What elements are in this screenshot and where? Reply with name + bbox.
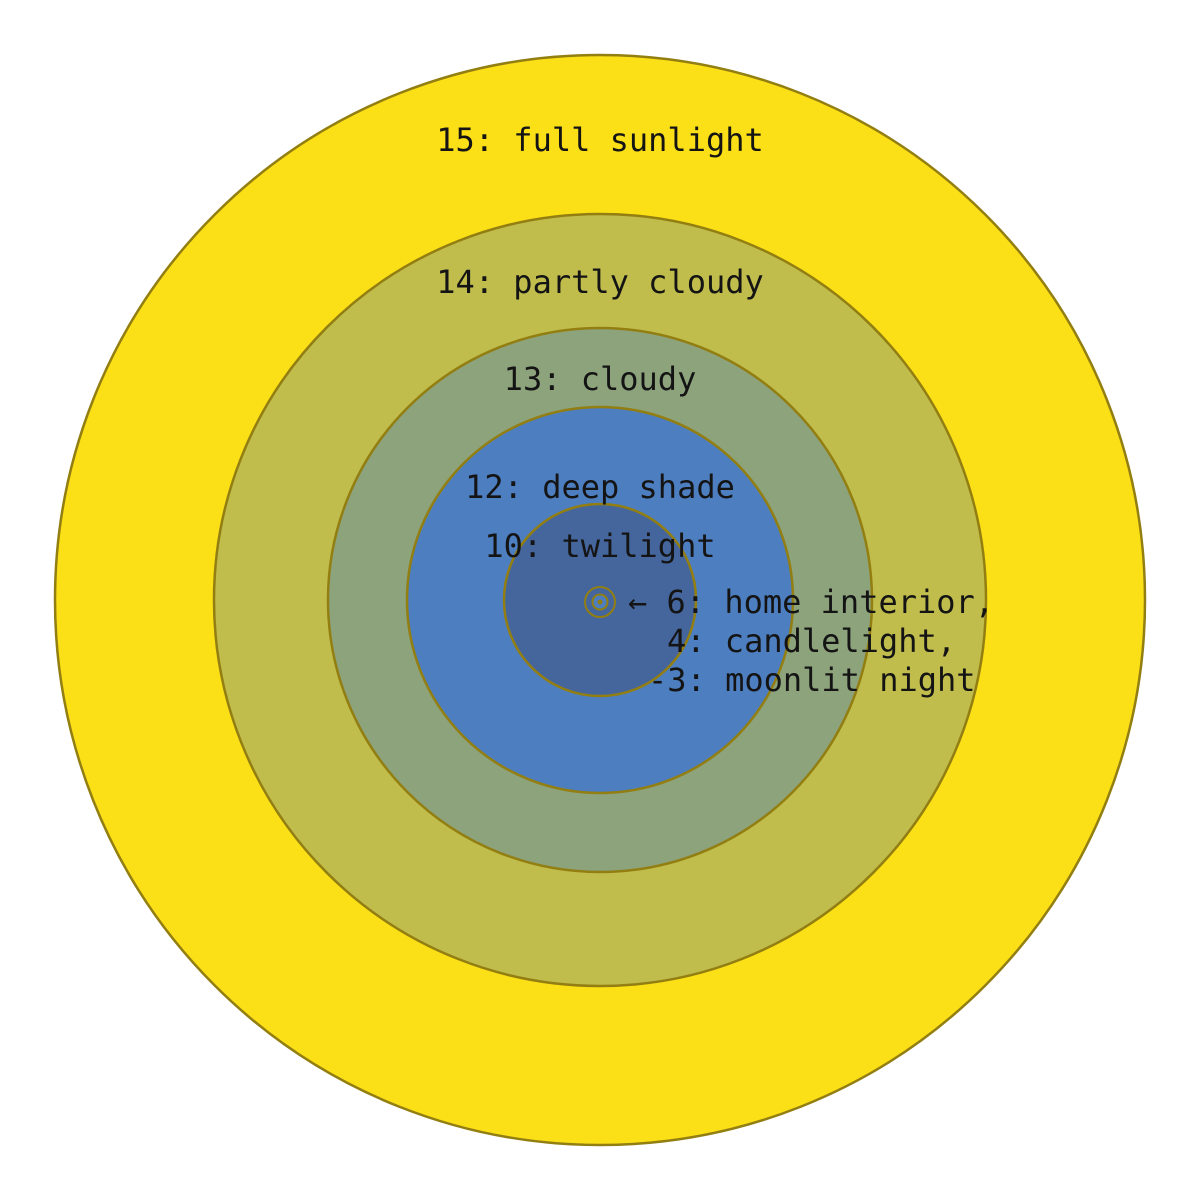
- annotation-line-home-interior: ← 6: home interior,: [628, 583, 994, 621]
- label-ev15-full-sunlight: 15: full sunlight: [436, 121, 764, 159]
- label-ev10-twilight: 10: twilight: [484, 527, 715, 565]
- center-dot-ev-neg3: [597, 599, 603, 605]
- label-ev14-partly-cloudy: 14: partly cloudy: [436, 263, 764, 301]
- label-ev13-cloudy: 13: cloudy: [504, 360, 697, 398]
- label-ev12-deep-shade: 12: deep shade: [465, 468, 735, 506]
- annotation-line-moonlit-night: -3: moonlit night: [648, 661, 976, 699]
- annotation-line-candlelight: 4: candlelight,: [667, 622, 956, 660]
